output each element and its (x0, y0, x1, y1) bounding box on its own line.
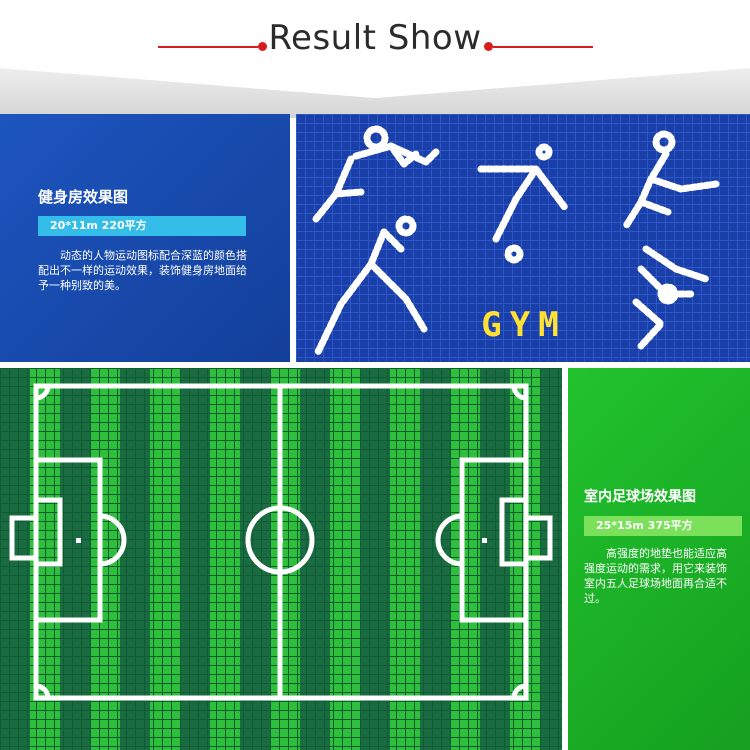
gym-floor-panel: GYM (296, 114, 750, 362)
high-kick-icon (622, 130, 720, 230)
chevron-band (0, 68, 750, 118)
page-header: Result Show (0, 0, 750, 70)
soccer-info-box: 室内足球场效果图 25*15m 375平方 高强度的地垫也能适应高强度运动的需求… (568, 368, 750, 750)
header-line-right (493, 46, 593, 48)
gym-info-box: 健身房效果图 20*11m 220平方 动态的人物运动图标配合深蓝的颜色搭配出不… (0, 114, 290, 362)
header-dot-left (258, 42, 267, 51)
sprinter-icon (632, 245, 710, 350)
kicker-icon (477, 143, 570, 264)
soccer-field-lines (9, 383, 553, 701)
page-title: Result Show (268, 18, 482, 58)
soccer-description: 高强度的地垫也能适应高强度运动的需求，用它来装饰室内五人足球场地面再合适不过。 (584, 547, 727, 605)
header-dot-right (484, 42, 493, 51)
soccer-floor-panel (0, 368, 562, 750)
soccer-size-badge: 25*15m 375平方 (584, 516, 742, 536)
runner-icon (312, 125, 440, 223)
soccer-title: 室内足球场效果图 (584, 489, 696, 505)
gym-floor-text: GYM (481, 305, 566, 345)
throw-icon (314, 215, 428, 356)
gym-description: 动态的人物运动图标配合深蓝的颜色搭配出不一样的运动效果，装饰健身房地面给予一种别… (38, 249, 247, 292)
gym-size-badge: 20*11m 220平方 (38, 216, 246, 236)
gym-title: 健身房效果图 (38, 188, 129, 206)
header-line-left (158, 46, 258, 48)
gym-floor-art: GYM (312, 125, 720, 356)
